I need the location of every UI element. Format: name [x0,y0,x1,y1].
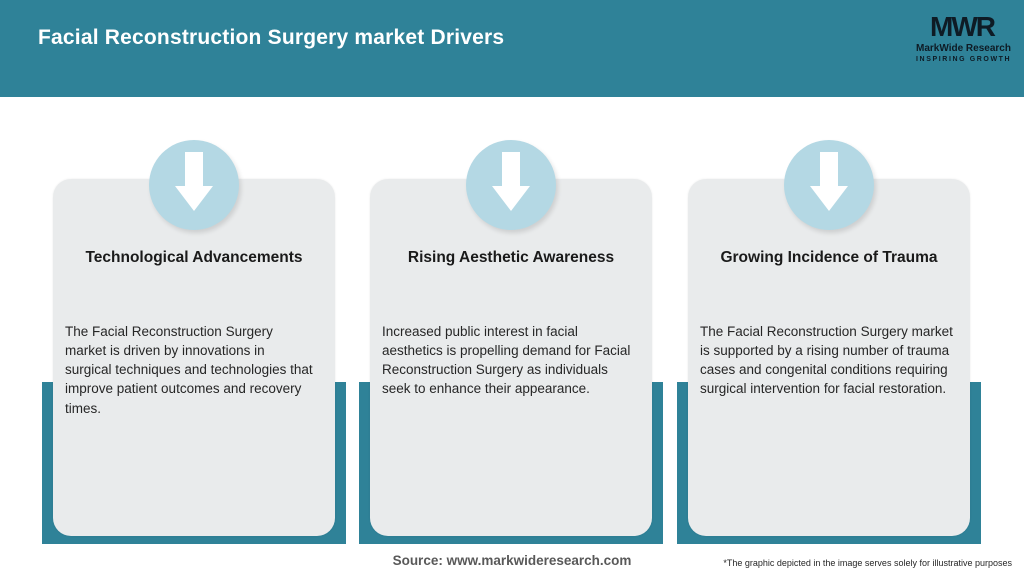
card-title: Rising Aesthetic Awareness [407,249,615,266]
header-bar: Facial Reconstruction Surgery market Dri… [0,0,1024,97]
card-panel [688,179,970,536]
driver-card-technological-advancements: Technological Advancements The Facial Re… [42,140,346,544]
arrow-down-icon [466,140,556,230]
page-title: Facial Reconstruction Surgery market Dri… [38,26,505,49]
card-title: Growing Incidence of Trauma [720,249,938,266]
arrow-down-icon [784,140,874,230]
driver-card-growing-incidence-of-trauma: Growing Incidence of Trauma The Facial R… [677,140,981,544]
card-panel [53,179,335,536]
card-title: Technological Advancements [85,249,303,266]
source-attribution: Source: www.markwideresearch.com [392,553,632,568]
disclaimer-note: *The graphic depicted in the image serve… [723,558,1012,568]
logo-name: MarkWide Research [916,43,1011,54]
card-body-text: Increased public interest in facial aest… [382,324,631,397]
card-body-text: The Facial Reconstruction Surgery market… [65,324,313,416]
markwide-logo: MWR MarkWide Research INSPIRING GROWTH [916,11,1012,64]
card-body-text: The Facial Reconstruction Surgery market… [700,324,953,397]
arrow-down-icon [149,140,239,230]
logo-acronym: MWR [930,11,996,42]
driver-card-rising-aesthetic-awareness: Rising Aesthetic Awareness Increased pub… [359,140,663,544]
card-panel [370,179,652,536]
logo-tagline: INSPIRING GROWTH [916,56,1012,63]
